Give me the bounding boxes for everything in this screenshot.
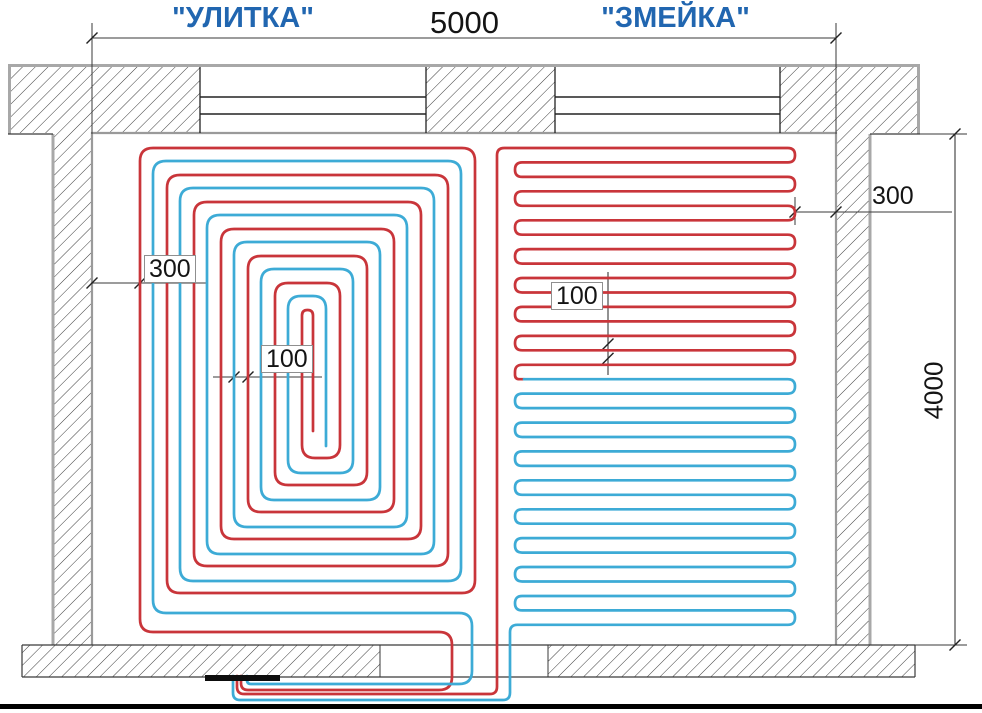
room-height-dimension-text: 4000 <box>918 361 949 420</box>
page-bottom-border <box>0 704 982 709</box>
wall-outline <box>8 64 920 678</box>
dimension-lines <box>86 23 967 651</box>
supply-pipe-spiral <box>138 146 477 692</box>
return-pipe-serpentine <box>231 377 797 702</box>
spiral-wall-offset-label: 300 <box>144 255 196 283</box>
supply-pipe-serpentine <box>235 146 797 696</box>
wall-hatching <box>10 67 920 677</box>
spiral-pipe-spacing-label: 100 <box>261 345 313 373</box>
return-pipe-spiral <box>151 159 474 686</box>
serpentine-pipe-spacing-label: 100 <box>551 282 603 310</box>
room-width-dimension-text: 5000 <box>430 5 499 40</box>
spiral-zone-title: "УЛИТКА" <box>172 2 314 34</box>
window-openings <box>199 67 781 133</box>
manifold-bar <box>205 675 280 681</box>
serpentine-wall-offset-label: 300 <box>872 182 914 210</box>
serpentine-zone-title: "ЗМЕЙКА" <box>601 2 750 34</box>
